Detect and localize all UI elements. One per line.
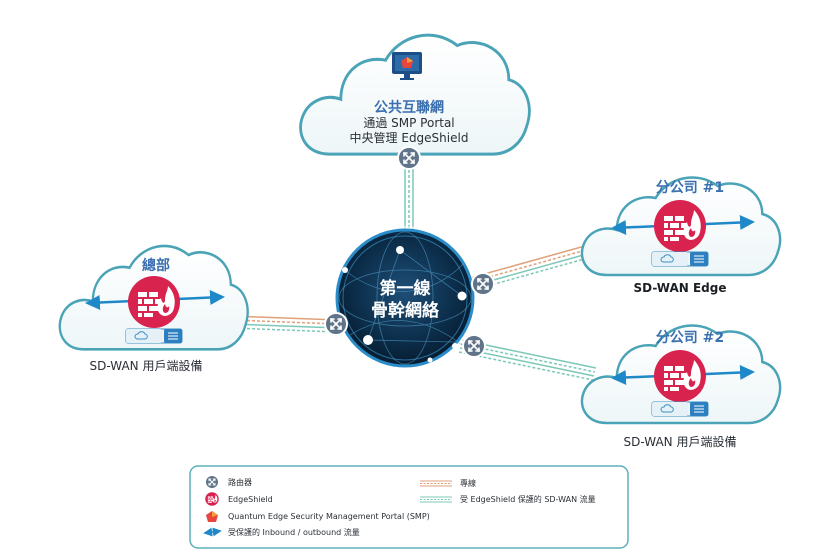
router-icon-hq (324, 312, 348, 336)
router-icon-branch2 (462, 334, 486, 358)
legend-leased-line-icon (420, 480, 452, 487)
legend-smp-icon (206, 511, 218, 522)
legend-traffic-arrow-icon (203, 527, 222, 537)
router-icon-branch1 (471, 272, 495, 296)
legend-router-icon (204, 474, 220, 490)
public-cloud-line2: 中央管理 EdgeShield (350, 130, 469, 145)
legend-router-label: 路由器 (228, 477, 252, 487)
branch2-appliance (651, 401, 709, 417)
branch1-appliance (651, 251, 709, 267)
link-hq-core (231, 315, 339, 333)
legend-edgeshield-label: EdgeShield (228, 495, 273, 504)
router-icon-top (397, 146, 421, 170)
branch2-caption: SD-WAN 用戶端設備 (624, 434, 737, 449)
legend-sdwan-line-label: 受 EdgeShield 保護的 SD-WAN 流量 (460, 494, 596, 504)
core-title-line2: 骨幹網絡 (371, 300, 440, 321)
legend-edgeshield-icon (205, 492, 219, 506)
hq-edgeshield-icon (128, 276, 180, 328)
hq-caption: SD-WAN 用戶端設備 (90, 358, 203, 373)
hq-appliance (125, 328, 183, 344)
legend-sdwan-line-icon (420, 496, 452, 503)
branch1-title: 分公司 #1 (656, 180, 724, 196)
legend-traffic-label: 受保護的 Inbound / outbound 流量 (228, 527, 360, 537)
core-title-line1: 第一線 (380, 278, 431, 299)
link-public-core (404, 160, 414, 232)
backbone-core: 第一線 骨幹網絡 (333, 226, 477, 370)
branch2-title: 分公司 #2 (656, 330, 724, 346)
smp-monitor-icon (392, 52, 422, 80)
legend: 路由器 EdgeShield Quantum Edge Security Man… (189, 465, 629, 549)
branch1-caption: SD-WAN Edge (634, 281, 727, 295)
branch2-edgeshield-icon (654, 350, 706, 402)
public-cloud-title: 公共互聯網 (374, 99, 444, 116)
legend-smp-label: Quantum Edge Security Management Portal … (228, 512, 430, 521)
legend-leased-line-label: 專線 (460, 478, 476, 488)
hq-title: 總部 (142, 257, 170, 274)
public-cloud-line1: 通過 SMP Portal (363, 116, 454, 130)
branch1-edgeshield-icon (654, 200, 706, 252)
